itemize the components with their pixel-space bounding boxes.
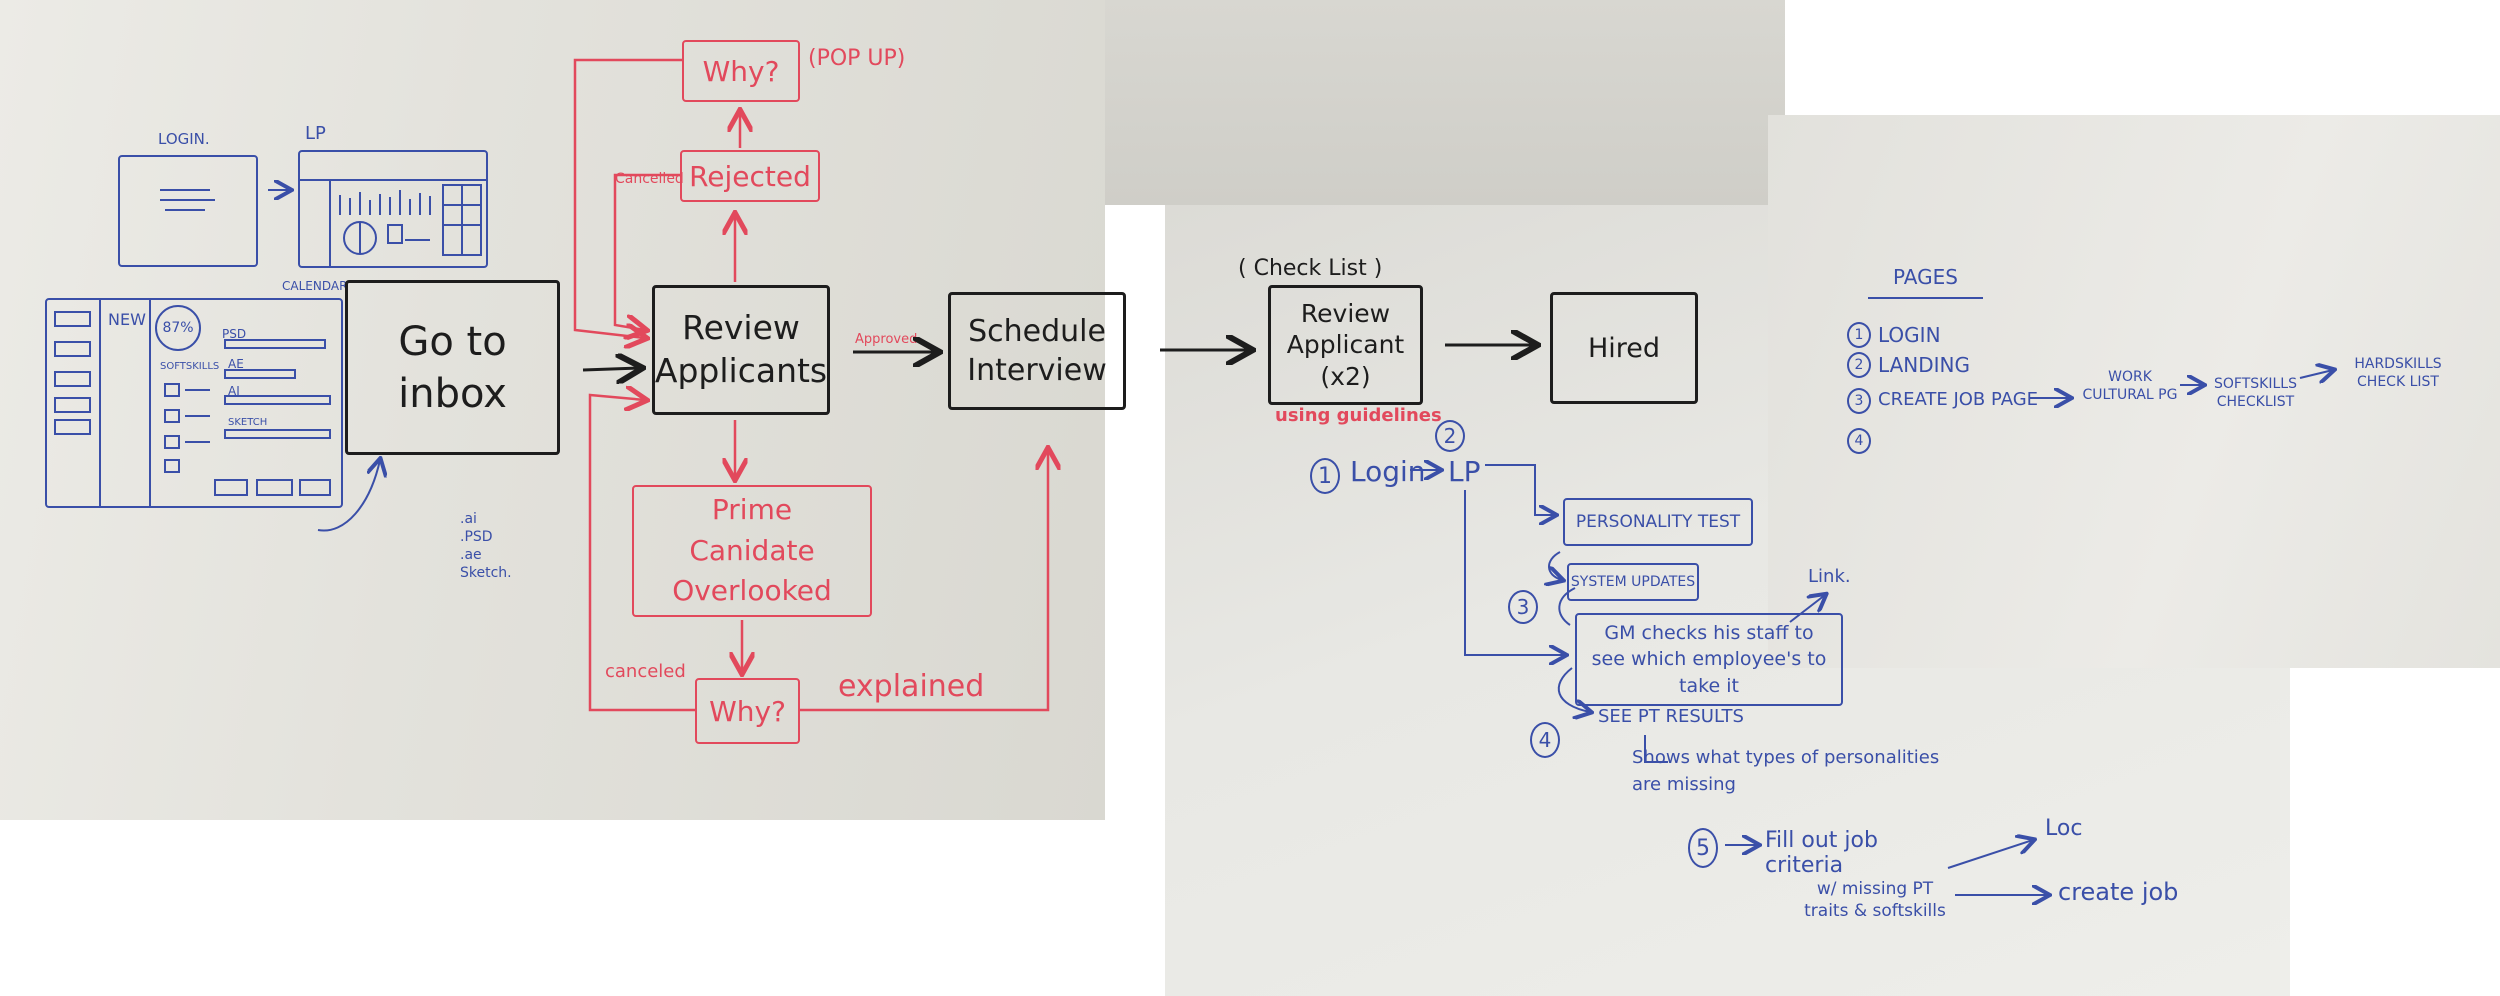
explained-label: explained bbox=[838, 669, 985, 704]
file-type-ai: .ai bbox=[460, 511, 477, 527]
login-wireframe bbox=[118, 155, 258, 267]
review-applicant-x2-box: Review Applicant (x2) bbox=[1268, 285, 1423, 405]
file-type-psd: .PSD bbox=[460, 529, 493, 545]
system-updates-box: SYSTEM UPDATES bbox=[1567, 563, 1699, 601]
review-applicants-box: Review Applicants bbox=[652, 285, 830, 415]
using-guidelines-label: using guidelines bbox=[1275, 405, 1442, 426]
calendar-sketch-label: CALENDAR bbox=[282, 279, 348, 293]
step-3-number: 3 bbox=[1508, 590, 1538, 624]
prime-candidate-box: Prime Canidate Overlooked bbox=[632, 485, 872, 617]
create-job-label: create job bbox=[2058, 878, 2179, 906]
step-login-label: Login bbox=[1350, 455, 1426, 488]
whiteboard-right bbox=[1768, 115, 2500, 668]
step-lp-label: LP bbox=[1448, 455, 1481, 488]
ae-sketch-label: AE bbox=[228, 357, 244, 371]
shows-missing-label: Shows what types of personalities are mi… bbox=[1632, 747, 1940, 795]
see-pt-results-label: SEE PT RESULTS bbox=[1598, 706, 1744, 727]
percent-circle: 87% bbox=[155, 305, 201, 351]
lp-sketch-label: LP bbox=[305, 123, 326, 144]
inbox-wireframe bbox=[45, 298, 343, 508]
missing-traits-label: w/ missing PT traits & softskills bbox=[1804, 879, 1946, 922]
approved-label: Approved bbox=[855, 332, 918, 347]
landing-wireframe bbox=[298, 150, 488, 268]
page-3-number: 3 bbox=[1847, 388, 1871, 414]
check-list-label: ( Check List ) bbox=[1238, 256, 1383, 281]
link-label: Link. bbox=[1808, 566, 1851, 587]
psd-sketch-label: PSD bbox=[222, 327, 247, 341]
loc-label: Loc bbox=[2045, 816, 2083, 841]
personality-test-box: PERSONALITY TEST bbox=[1563, 498, 1753, 546]
page-2-label: LANDING bbox=[1878, 353, 1971, 377]
pages-title: PAGES bbox=[1893, 265, 1958, 289]
work-cultural-label: WORK CULTURAL PG bbox=[2082, 369, 2178, 404]
page-2-number: 2 bbox=[1847, 352, 1871, 378]
fill-out-job-label: Fill out job criteria bbox=[1765, 828, 1878, 879]
rejected-box: Rejected bbox=[680, 150, 820, 202]
hired-box: Hired bbox=[1550, 292, 1698, 404]
step-4-number: 4 bbox=[1530, 722, 1560, 758]
page-1-number: 1 bbox=[1847, 322, 1871, 348]
sketch-sketch-label: SKETCH bbox=[228, 417, 268, 428]
file-type-ae: .ae bbox=[460, 547, 482, 563]
new-sketch-label: NEW bbox=[108, 310, 146, 329]
schedule-interview-box: Schedule Interview bbox=[948, 292, 1126, 410]
go-to-inbox-box: Go to inbox bbox=[345, 280, 560, 455]
step-2-number: 2 bbox=[1435, 420, 1465, 452]
ai-sketch-label: AI bbox=[228, 384, 240, 398]
page-3-label: CREATE JOB PAGE bbox=[1878, 389, 2039, 410]
why-explain-box: Why? bbox=[695, 678, 800, 744]
softskills-sketch-label: SOFTSKILLS bbox=[160, 361, 220, 372]
pop-up-label: (POP UP) bbox=[808, 46, 906, 71]
canceled-label-bottom: canceled bbox=[605, 661, 686, 682]
page-4-number: 4 bbox=[1847, 428, 1871, 454]
cancelled-label-top: Cancelled bbox=[615, 171, 684, 187]
file-type-sketch: Sketch. bbox=[460, 565, 512, 581]
step-5-number: 5 bbox=[1688, 828, 1718, 868]
page-1-label: LOGIN bbox=[1878, 323, 1941, 347]
why-popup-box: Why? bbox=[682, 40, 800, 102]
whiteboard-top-middle bbox=[1105, 0, 1785, 205]
login-sketch-label: LOGIN. bbox=[158, 130, 210, 148]
step-1-number: 1 bbox=[1310, 458, 1340, 494]
softskills-checklist-label: SOFTSKILLS CHECKLIST bbox=[2214, 376, 2297, 411]
gm-checks-box: GM checks his staff to see which employe… bbox=[1575, 613, 1843, 706]
hardskills-checklist-label: HARDSKILLS CHECK LIST bbox=[2354, 356, 2442, 391]
